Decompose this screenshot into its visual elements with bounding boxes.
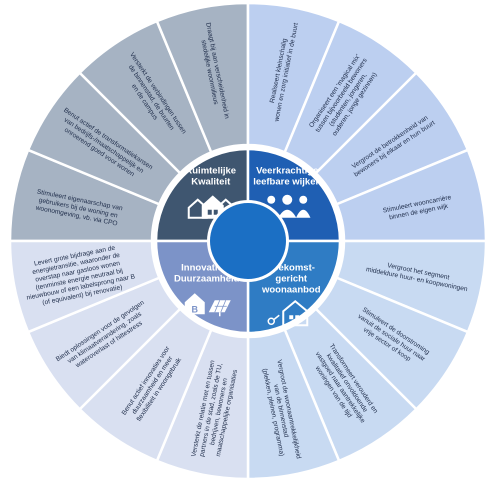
solar-house-icon: B (184, 293, 231, 317)
quadrant-label-line: gericht (275, 273, 308, 284)
outer-segment: Vergroot de woonaantrekkelijkheidvan de … (246, 328, 341, 481)
quadrant-label-line: Kwaliteit (191, 177, 231, 188)
quadrant-label-line: woonaanbod (261, 284, 321, 295)
svg-text:B: B (191, 304, 198, 314)
outer-segment: Stimuleert eigenaarschap vangebruikers b… (8, 148, 161, 243)
quadrant-label-line: Toekomst- (268, 262, 315, 273)
quadrant-label-line: Innovatie & (181, 262, 232, 273)
quadrant-label: Innovatie &Duurzaamheid (174, 262, 240, 284)
outer-segment: Vergroot het segmentmiddeldure huur- en … (335, 239, 488, 334)
outer-segment: Draagt bij aan verscheidenheid instedeli… (155, 1, 250, 154)
quadrant-label-line: leefbare wijken (253, 177, 321, 188)
house-keys-icon (267, 299, 309, 327)
outer-segment: Realiseert kleinschaligwonen en zorg ini… (246, 1, 341, 154)
quadrant-label-line: Veerkrachtige (256, 166, 318, 177)
center-hub (207, 200, 289, 282)
outer-segment: Benut actief innovaties voorduurzaamheid… (77, 307, 213, 463)
outer-segment: Stimuleert de doorstromingvanuit de soci… (314, 276, 470, 412)
segment-text: Levert grote bijdrage aan deenergietrans… (20, 242, 138, 310)
outer-segment: Benut actief de transformatiekansenvan b… (26, 70, 182, 206)
hub-circle (210, 203, 286, 279)
quadrant-label-line: Ruimtelijke (185, 166, 236, 177)
outer-segments: Stimuleert eigenaarschap vangebruikers b… (8, 1, 488, 481)
segment-wedge (8, 239, 161, 334)
outer-segment: Levert grote bijdrage aan deenergietrans… (8, 239, 161, 334)
outer-segment: Versterkt de verbindingen tussende binne… (77, 19, 213, 175)
outer-segment: Transformeert verouderd enkwalitatief on… (283, 307, 419, 463)
outer-segment: Versterkt de relatie met en tussenpartne… (155, 328, 250, 481)
outer-segment: Stimuleert wooncarrièrebinnen de eigen w… (335, 148, 488, 243)
outer-segment: Vergroot de betrokkenheid vanbewoners bi… (314, 70, 470, 206)
quadrant-label-line: Duurzaamheid (174, 273, 240, 284)
